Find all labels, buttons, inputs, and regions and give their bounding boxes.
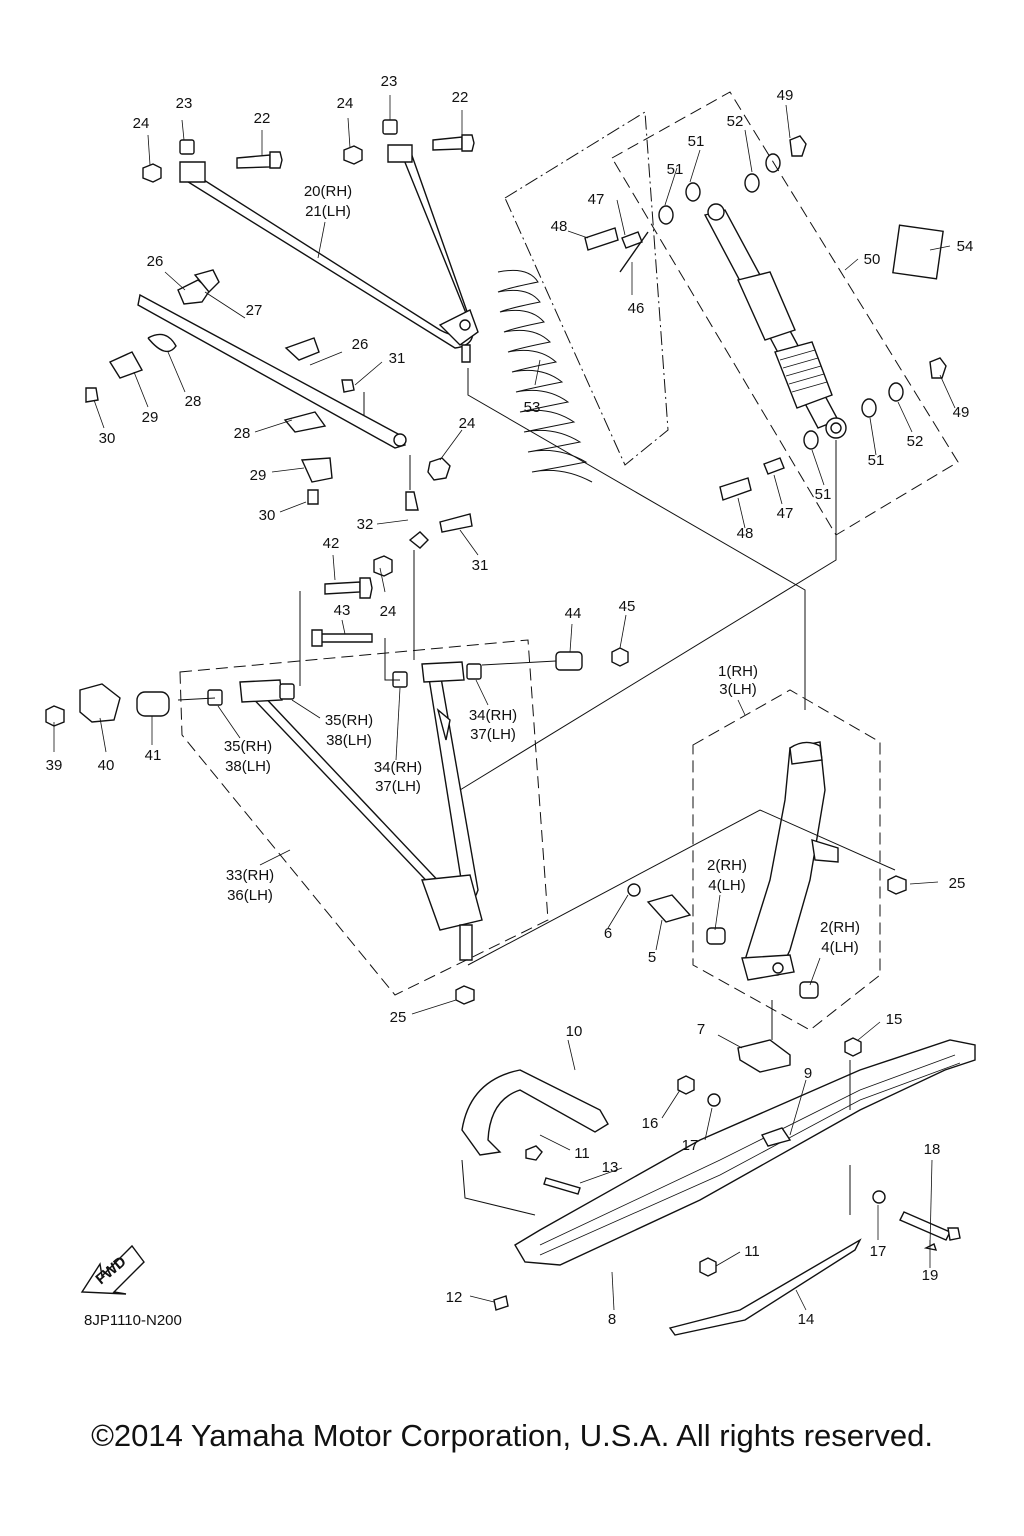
callout-label: 29 [142, 409, 159, 426]
callout-label: 11 [574, 1145, 590, 1162]
callout-label: 16 [642, 1115, 659, 1132]
upper-arm-hardware [142, 119, 475, 183]
callout-label: 51 [815, 486, 832, 503]
callout-label: 48 [551, 218, 568, 235]
coil-spring [497, 269, 593, 483]
callout-label: 24 [133, 115, 150, 132]
shock-hardware [584, 135, 947, 501]
callout-label: 24 [459, 415, 476, 432]
callout-label: 35(RH) [325, 712, 373, 729]
shock-absorber [703, 203, 847, 439]
callout-label: 45 [619, 598, 636, 615]
callout-label: 3(LH) [719, 681, 757, 698]
callout-label: 25 [390, 1009, 407, 1026]
callout-label: 6 [604, 925, 612, 942]
callout-label: 27 [246, 302, 263, 319]
callout-label: 31 [472, 557, 489, 574]
copyright-notice: ©2014 Yamaha Motor Corporation, U.S.A. A… [91, 1418, 933, 1453]
callout-labels: 1(RH) 3(LH) 2(RH) 4(LH) 2(RH) 4(LH) 5 6 … [46, 73, 974, 1328]
callout-label: 7 [697, 1021, 705, 1038]
spindle [741, 741, 839, 981]
callout-label: 17 [682, 1137, 699, 1154]
callout-label: 50 [864, 251, 881, 268]
callout-label: 47 [777, 505, 794, 522]
callout-label: 8 [608, 1311, 616, 1328]
callout-label: 23 [381, 73, 398, 90]
callout-label: 46 [628, 300, 645, 317]
callout-label: 31 [389, 350, 406, 367]
callout-label: 20(RH) [304, 183, 352, 200]
callout-label: 53 [524, 399, 541, 416]
callout-label: 54 [957, 238, 974, 255]
callout-label: 2(RH) [820, 919, 860, 936]
callout-label: 41 [145, 747, 162, 764]
callout-label: 1(RH) [718, 663, 758, 680]
callout-label: 49 [777, 87, 794, 104]
callout-label: 30 [99, 430, 116, 447]
callout-label: 51 [667, 161, 684, 178]
callout-label: 38(LH) [225, 758, 271, 775]
callout-label: 47 [588, 191, 605, 208]
callout-label: 12 [446, 1289, 463, 1306]
callout-label: 25 [949, 875, 966, 892]
callout-label: 43 [334, 602, 351, 619]
callout-label: 10 [566, 1023, 583, 1040]
callout-label: 18 [924, 1141, 941, 1158]
callout-label: 26 [147, 253, 164, 270]
callout-label: 14 [798, 1311, 815, 1328]
callout-label: 39 [46, 757, 63, 774]
callout-label: 24 [380, 603, 397, 620]
callout-label: 48 [737, 525, 754, 542]
callout-label: 34(RH) [374, 759, 422, 776]
callout-label: 4(LH) [821, 939, 859, 956]
callout-label: 21(LH) [305, 203, 351, 220]
upper-a-arm [179, 144, 479, 363]
callout-label: 37(LH) [470, 726, 516, 743]
callout-label: 30 [259, 507, 276, 524]
callout-label: 5 [648, 949, 656, 966]
callout-label: 36(LH) [227, 887, 273, 904]
callout-label: 4(LH) [708, 877, 746, 894]
callout-label: 22 [254, 110, 271, 127]
callout-label: 38(LH) [326, 732, 372, 749]
callout-label: 40 [98, 757, 115, 774]
callout-label: 32 [357, 516, 374, 533]
callout-label: 52 [907, 433, 924, 450]
callout-label: 13 [602, 1159, 619, 1176]
stabilizer-bar [85, 269, 451, 505]
ski [461, 1037, 976, 1336]
callout-label: 44 [565, 605, 582, 622]
callout-label: 51 [868, 452, 885, 469]
lower-a-arm [239, 661, 483, 961]
callout-label: 29 [250, 467, 267, 484]
callout-label: 15 [886, 1011, 903, 1028]
callout-label: 23 [176, 95, 193, 112]
diagram-code: 8JP1110-N200 [84, 1312, 182, 1329]
callout-label: 42 [323, 535, 340, 552]
callout-label: 37(LH) [375, 778, 421, 795]
callout-label: 17 [870, 1243, 887, 1260]
callout-label: 49 [953, 404, 970, 421]
group-outlines [179, 91, 959, 1031]
callout-label: 51 [688, 133, 705, 150]
fwd-arrow [80, 1244, 145, 1295]
callout-label: 28 [185, 393, 202, 410]
lower-arm-hardware [45, 491, 629, 727]
callout-label: 52 [727, 113, 744, 130]
callout-label: 11 [744, 1243, 760, 1260]
callout-label: 28 [234, 425, 251, 442]
callout-label: 34(RH) [469, 707, 517, 724]
callout-label: 2(RH) [707, 857, 747, 874]
callout-label: 35(RH) [224, 738, 272, 755]
callout-label: 19 [922, 1267, 939, 1284]
callout-label: 33(RH) [226, 867, 274, 884]
callout-label: 9 [804, 1065, 812, 1082]
callout-label: 26 [352, 336, 369, 353]
callout-label: 22 [452, 89, 469, 106]
spindle-hardware [455, 875, 907, 1005]
callout-label: 24 [337, 95, 354, 112]
leader-lines [53, 95, 956, 1311]
